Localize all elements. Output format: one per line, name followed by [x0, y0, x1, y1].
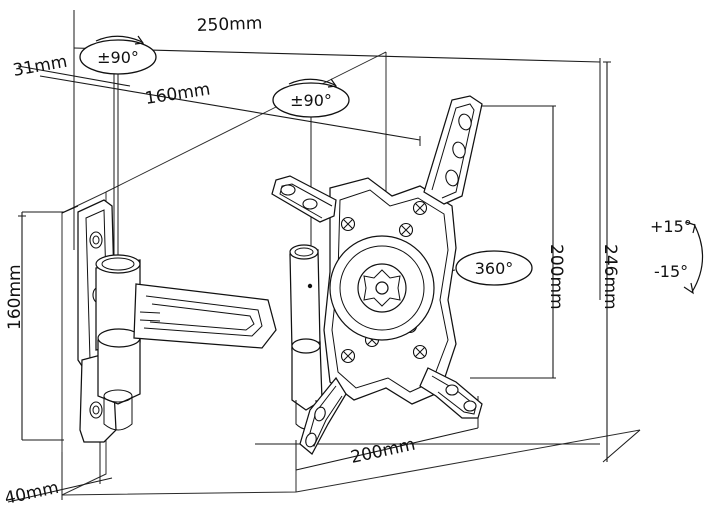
label-160mm-left: 160mm — [5, 264, 25, 330]
badge-swivel-90-left — [79, 35, 157, 75]
dimension-200mm-vertical-line — [470, 105, 556, 379]
label-31mm: 31mm — [11, 52, 68, 81]
rotation-hub-360 — [329, 235, 435, 341]
badge-swivel-90-right — [272, 78, 350, 118]
dimension-40mm-line — [7, 440, 113, 503]
label-160mm-top: 160mm — [144, 79, 212, 108]
dimension-160mm-left-line — [18, 211, 64, 441]
label-246mm: 246mm — [600, 244, 620, 310]
dimension-246mm-line — [602, 61, 641, 463]
extension-arm — [133, 283, 277, 349]
label-40mm: 40mm — [3, 478, 61, 509]
vesa-mounting-plate — [323, 177, 457, 405]
vesa-arm-lower-right — [419, 367, 483, 419]
dimension-250mm-line — [73, 10, 601, 300]
label-rotate-360: 360° — [475, 259, 514, 278]
dimension-31mm-line — [17, 65, 131, 87]
badge-rotate-360 — [455, 250, 533, 286]
label-200mm-vertical: 200mm — [546, 244, 566, 310]
label-swivel-90-right: ±90° — [290, 91, 332, 110]
label-swivel-90-left: ±90° — [97, 48, 139, 67]
vesa-arm-lower-left — [299, 376, 347, 455]
pivot-joint-2 — [289, 244, 323, 430]
vesa-arm-upper-right — [423, 95, 483, 205]
vesa-arm-upper-left — [271, 175, 337, 223]
label-200mm-horizontal: 200mm — [349, 435, 417, 468]
label-250mm: 250mm — [196, 13, 262, 36]
label-tilt-up: +15° — [650, 217, 692, 236]
label-tilt-down: -15° — [654, 262, 688, 281]
pivot-joint-1 — [95, 254, 141, 431]
tilt-arc-arrow-icon — [683, 221, 704, 295]
